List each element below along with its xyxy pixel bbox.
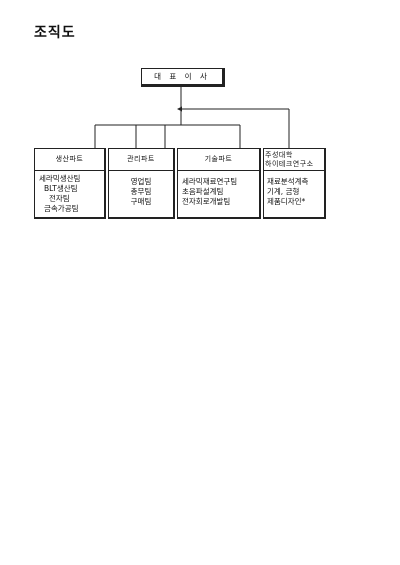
unit-item: 총무팀 xyxy=(130,187,152,196)
dept-technology-units: 세라믹재료연구팀 초음파설계팀 전자회로개발팀 xyxy=(178,171,259,217)
dept-institute-name-line1: 주성대학 xyxy=(265,150,293,159)
dept-institute: 주성대학 하이테크연구소 재료분석계측 기계, 금형 제품디자인* xyxy=(263,148,326,219)
unit-item: 제품디자인* xyxy=(267,197,306,206)
unit-item: 기계, 금형 xyxy=(267,187,300,196)
page-title: 조직도 xyxy=(34,25,76,41)
ceo-box: 대 표 이 사 xyxy=(141,68,225,87)
ceo-label: 대 표 이 사 xyxy=(154,72,210,81)
dept-institute-name-line2: 하이테크연구소 xyxy=(265,159,314,168)
dept-production-name: 생산파트 xyxy=(35,149,104,171)
dept-production-units: 세라믹생산팀 BLT생산팀 전자팀 금속가공팀 xyxy=(35,171,104,217)
unit-item: 구매팀 xyxy=(130,197,152,206)
unit-item: 전자회로개발팀 xyxy=(182,197,231,206)
dept-institute-units: 재료분석계측 기계, 금형 제품디자인* xyxy=(264,171,324,217)
dept-management: 관리파트 영업팀 총무팀 구매팀 xyxy=(108,148,175,219)
unit-item: 영업팀 xyxy=(130,177,152,186)
dept-institute-name: 주성대학 하이테크연구소 xyxy=(264,149,324,171)
dept-management-units: 영업팀 총무팀 구매팀 xyxy=(109,171,173,217)
unit-item: BLT생산팀 xyxy=(44,184,78,193)
dept-technology: 기술파트 세라믹재료연구팀 초음파설계팀 전자회로개발팀 xyxy=(177,148,261,219)
dept-management-name: 관리파트 xyxy=(109,149,173,171)
unit-item: 전자팀 xyxy=(49,194,70,203)
link-arrow-icon xyxy=(177,106,182,112)
dept-production: 생산파트 세라믹생산팀 BLT생산팀 전자팀 금속가공팀 xyxy=(34,148,106,219)
dept-technology-name: 기술파트 xyxy=(178,149,259,171)
unit-item: 재료분석계측 xyxy=(267,177,309,186)
unit-item: 금속가공팀 xyxy=(44,204,79,213)
unit-item: 세라믹재료연구팀 xyxy=(182,177,238,186)
unit-item: 초음파설계팀 xyxy=(182,187,224,196)
unit-item: 세라믹생산팀 xyxy=(39,174,81,183)
